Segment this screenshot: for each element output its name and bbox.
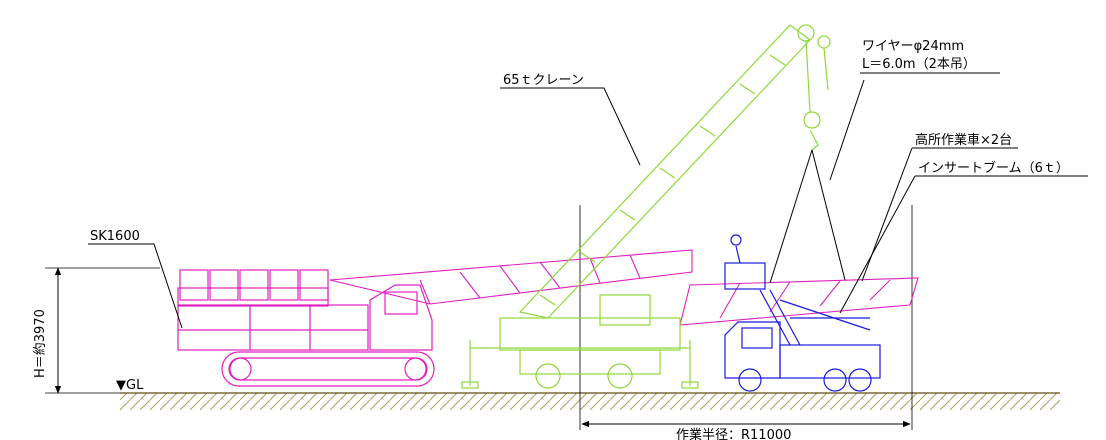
sk1600-label: SK1600 bbox=[90, 229, 140, 244]
ground bbox=[120, 392, 1060, 410]
radius-label: 作業半径：R11000 bbox=[676, 427, 791, 440]
crane-65t bbox=[461, 24, 831, 389]
insert-boom-label: インサートブーム（6ｔ） bbox=[918, 160, 1069, 176]
wire-label-line1: ワイヤーφ24mm bbox=[862, 39, 964, 54]
height-label: H＝約3970 bbox=[33, 309, 48, 378]
height-dimension bbox=[45, 267, 160, 394]
crane-label: 65ｔクレーン bbox=[503, 73, 584, 88]
gl-label: ▼GL bbox=[116, 378, 144, 393]
wire-slings bbox=[769, 149, 846, 284]
aerial-work-truck bbox=[724, 234, 881, 392]
leader-lines bbox=[88, 72, 1088, 329]
insert-boom bbox=[329, 249, 919, 326]
sk1600-machine bbox=[177, 269, 435, 387]
wire-label-line2: L＝6.0m（2本吊） bbox=[862, 57, 976, 72]
aerial-truck-label: 高所作業車×2台 bbox=[915, 132, 1012, 148]
